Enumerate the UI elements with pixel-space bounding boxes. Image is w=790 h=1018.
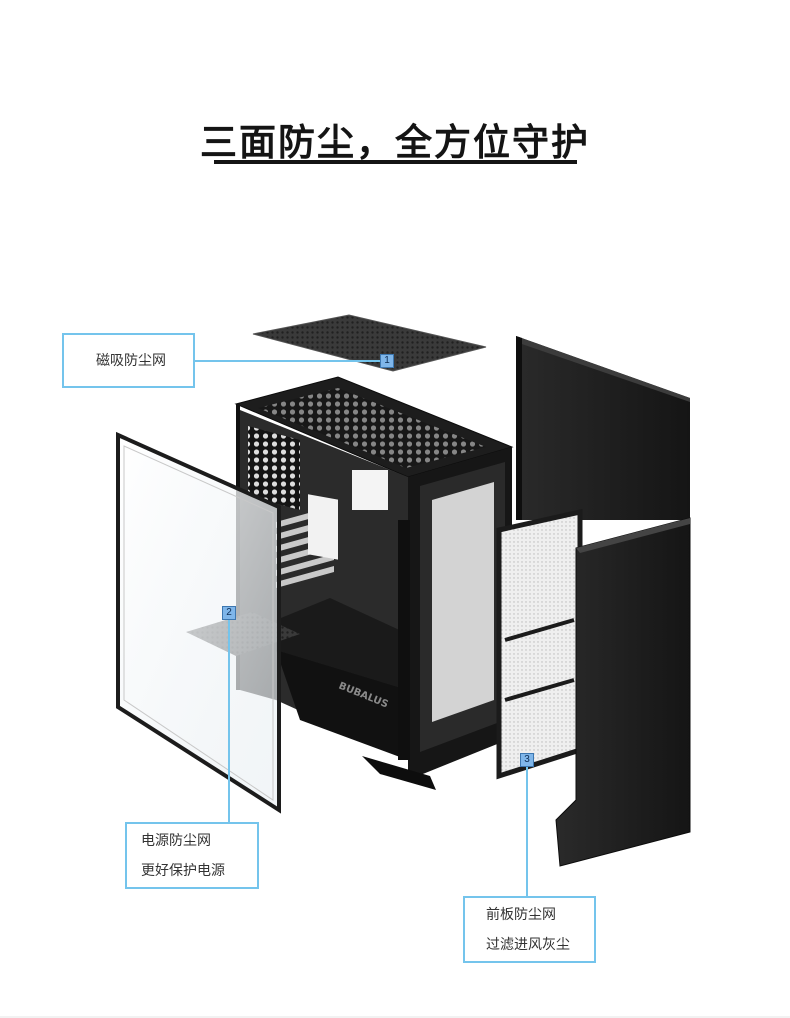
right-side-panel bbox=[516, 336, 690, 520]
callout-front-filter: 前板防尘网 过滤进风灰尘 bbox=[463, 896, 596, 963]
callout-magnetic-filter: 磁吸防尘网 bbox=[62, 333, 195, 388]
glass-side-panel bbox=[116, 431, 281, 814]
title-underline bbox=[214, 160, 577, 164]
callout-psu-filter: 电源防尘网 更好保护电源 bbox=[125, 822, 259, 889]
case-body bbox=[234, 376, 514, 790]
callout-text: 前板防尘网 bbox=[486, 906, 556, 923]
bottom-divider bbox=[0, 1016, 790, 1018]
callout-text: 更好保护电源 bbox=[141, 862, 225, 879]
front-dust-filter bbox=[496, 508, 583, 780]
callout-marker-1: 1 bbox=[380, 354, 394, 368]
callout-marker-2: 2 bbox=[222, 606, 236, 620]
callout-text: 过滤进风灰尘 bbox=[486, 936, 570, 953]
callout-text: 电源防尘网 bbox=[141, 832, 211, 849]
callout-text: 磁吸防尘网 bbox=[96, 352, 166, 369]
top-dust-filter bbox=[252, 314, 487, 372]
callout-marker-3: 3 bbox=[520, 753, 534, 767]
front-panel bbox=[555, 517, 691, 867]
page-title: 三面防尘，全方位守护 bbox=[200, 121, 590, 164]
